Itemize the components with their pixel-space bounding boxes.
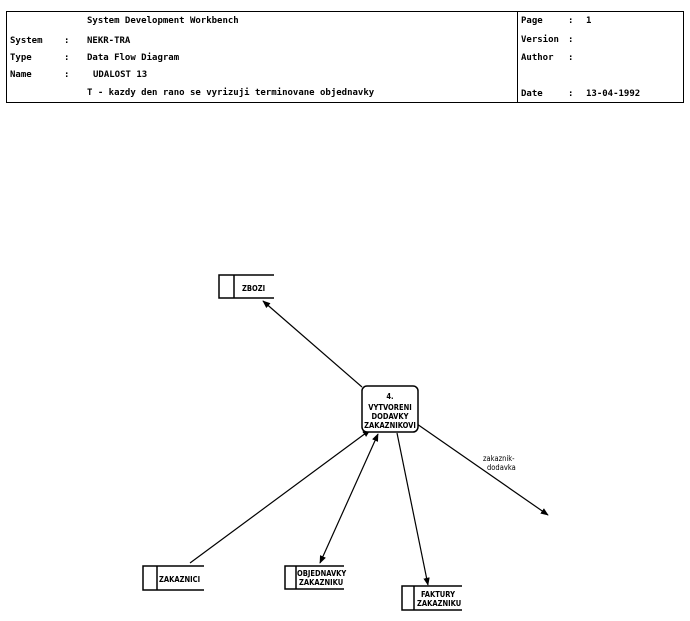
product-name: System Development Workbench (87, 16, 239, 26)
flow-label-line-1: zakaznik- (483, 454, 515, 463)
date-value: 13-04-1992 (586, 89, 641, 99)
store-zakaznici: ZAKAZNICI (142, 565, 204, 591)
flow-from-zakaznici (189, 429, 371, 564)
flow-label-line-2: dodavka (487, 463, 516, 472)
system-value: NEKR-TRA (87, 36, 131, 46)
process-number: 4. (386, 392, 393, 401)
page-value: 1 (586, 16, 592, 26)
page-label: Page (521, 16, 543, 26)
flow-zakaznik-dodavka (416, 423, 549, 516)
store-faktury: FAKTURY ZAKAZNIKU (401, 585, 462, 611)
author-label: Author (521, 53, 554, 63)
name-label: Name (10, 70, 32, 80)
process-box (361, 385, 419, 433)
type-label: Type (10, 53, 32, 63)
name-value: UDALOST 13 (93, 70, 148, 80)
description-text: T - kazdy den rano se vyrizuji terminova… (87, 88, 375, 98)
version-colon: : (568, 35, 574, 45)
system-label: System (10, 36, 43, 46)
system-colon: : (64, 36, 70, 46)
type-value: Data Flow Diagram (87, 53, 180, 63)
flow-objednavky (319, 433, 379, 564)
store-objednavky-line-1: OBJEDNAVKY (297, 569, 346, 578)
flow-to-zbozi (262, 300, 363, 388)
store-zbozi: ZBOZI (218, 274, 274, 299)
type-colon: : (64, 53, 70, 63)
flow-to-faktury (396, 432, 430, 586)
process-line-3: ZAKAZNIKOVI (364, 421, 416, 430)
title-block (6, 11, 684, 103)
page-colon: : (568, 16, 574, 26)
title-block-divider (517, 12, 518, 102)
store-zbozi-label: ZBOZI (242, 284, 265, 293)
name-colon: : (64, 70, 70, 80)
store-objednavky: OBJEDNAVKY ZAKAZNIKU (284, 565, 346, 590)
author-colon: : (568, 53, 574, 63)
date-label: Date (521, 89, 543, 99)
store-zakaznici-label: ZAKAZNICI (159, 575, 200, 584)
process-line-1: VYTVORENI (368, 403, 412, 412)
version-label: Version (521, 35, 559, 45)
store-objednavky-line-2: ZAKAZNIKU (299, 578, 343, 587)
date-colon: : (568, 89, 574, 99)
store-faktury-line-2: ZAKAZNIKU (417, 599, 461, 608)
process-line-2: DODAVKY (372, 412, 409, 421)
store-faktury-line-1: FAKTURY (421, 590, 455, 599)
